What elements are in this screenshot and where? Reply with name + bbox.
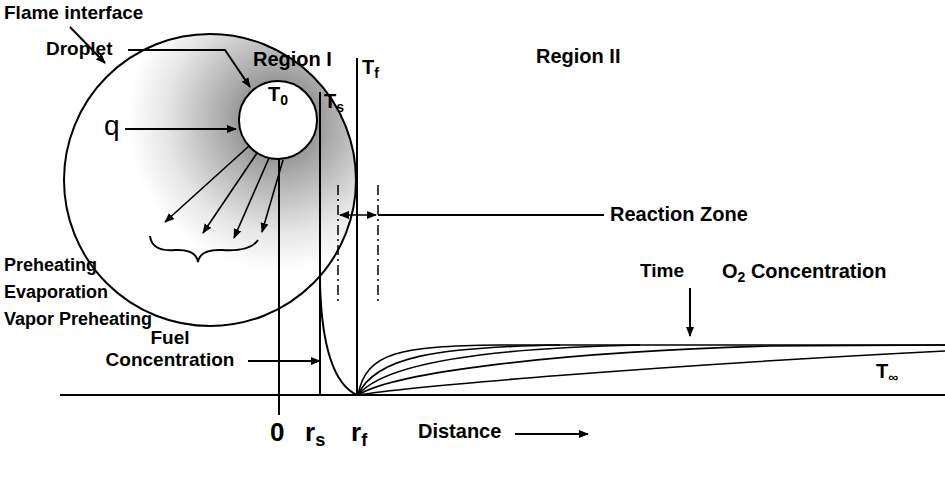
distance-arrow <box>515 433 588 435</box>
flame-line <box>356 58 358 395</box>
heat-arrow <box>125 128 236 130</box>
vapor-arrows <box>165 146 283 238</box>
process-note: Preheating <box>4 255 97 276</box>
fuel-curve <box>320 285 357 395</box>
zone-bound <box>337 185 339 305</box>
region-label: Region II <box>536 45 620 68</box>
callout-label: Fuel Concentration <box>95 327 245 371</box>
callout-label: Reaction Zone <box>610 203 748 226</box>
position-label: rs <box>305 418 325 448</box>
subscript: f <box>374 65 379 81</box>
process-note: Evaporation <box>4 282 108 303</box>
position-label: 0 <box>270 418 284 448</box>
oxygen-curves <box>358 345 945 395</box>
droplet-leader <box>128 50 250 87</box>
callout-label: Droplet <box>46 38 113 60</box>
region-label: Region I <box>253 48 332 71</box>
temperature-label: T∞ <box>876 360 898 383</box>
droplet-circle: T0 <box>238 80 318 160</box>
temperature-label: Tf <box>362 56 379 79</box>
heat-flux-symbol: q <box>104 110 120 142</box>
temperature-label: Ts <box>324 90 344 113</box>
callout-label: O2 Concentration <box>722 260 886 283</box>
axis-label: Distance <box>418 420 501 443</box>
time-label: Time <box>640 260 684 282</box>
fuel-leader <box>248 360 320 362</box>
zone-leader <box>378 214 604 216</box>
distance-axis <box>60 394 945 396</box>
position-label: rf <box>351 418 367 448</box>
zone-bound <box>377 185 379 305</box>
circle-shape <box>239 81 317 159</box>
temperature-label: T0 <box>238 83 318 106</box>
subscript: 2 <box>738 269 746 285</box>
subscript: s <box>336 99 344 115</box>
brace <box>150 236 258 262</box>
subscript: f <box>361 430 367 450</box>
time-arrow <box>689 288 691 336</box>
surface-line <box>319 92 321 395</box>
zone-width-arrow <box>340 214 376 216</box>
subscript: ∞ <box>888 369 898 385</box>
subscript: s <box>315 430 325 450</box>
subscript: 0 <box>280 92 288 108</box>
callout-label: Flame interface <box>4 2 143 24</box>
process-note: Vapor Preheating <box>4 309 152 330</box>
